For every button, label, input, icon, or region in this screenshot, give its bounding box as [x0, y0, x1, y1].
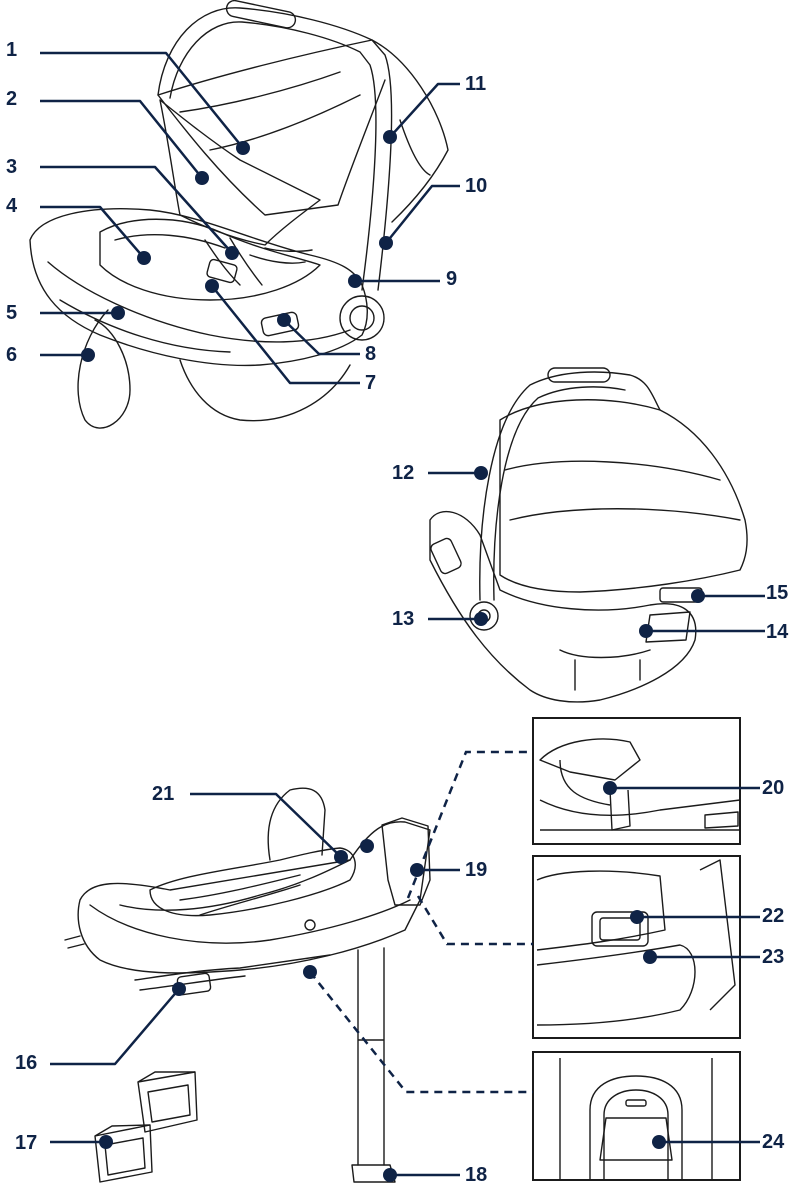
- callout-dot-18: [383, 1168, 397, 1182]
- detail-box-24: [532, 1051, 741, 1181]
- callout-dot-17: [99, 1135, 113, 1149]
- callout-label-13: 13: [392, 608, 415, 630]
- callout-label-2: 2: [6, 88, 18, 110]
- callout-label-5: 5: [6, 302, 18, 324]
- callout-label-15: 15: [766, 582, 789, 604]
- callout-dot-6: [81, 348, 95, 362]
- callout-label-18: 18: [465, 1164, 488, 1186]
- base-latch-tower: [381, 817, 431, 906]
- callout-label-8: 8: [365, 343, 377, 365]
- isofix-guides: [94, 1071, 198, 1183]
- canopy-rear: [499, 399, 748, 593]
- callout-dot-23: [643, 950, 657, 964]
- callout-dot-1: [236, 141, 250, 155]
- callout-label-4: 4: [6, 195, 18, 217]
- canopy-front: [157, 39, 449, 223]
- base-shell: [77, 821, 431, 974]
- detail-box-22-23: [532, 855, 741, 1039]
- callout-dot-8: [277, 313, 291, 327]
- callout-label-24: 24: [762, 1131, 785, 1153]
- callout-dot-3: [225, 246, 239, 260]
- handle-grip: [225, 0, 297, 29]
- callout-dot-13: [474, 612, 488, 626]
- seat-pad: [99, 218, 321, 301]
- callout-label-21: 21: [152, 783, 175, 805]
- handle-hub-front: [339, 295, 385, 341]
- carrier-front-view: [29, 0, 449, 429]
- callout-label-22: 22: [762, 905, 785, 927]
- carrier-rear-view: [429, 367, 748, 703]
- carry-handle-front: [157, 7, 393, 291]
- adjust-button-front: [260, 311, 300, 337]
- label-panel-rear: [645, 611, 691, 643]
- callout-label-12: 12: [392, 462, 415, 484]
- callout-dot-connector: [303, 965, 317, 979]
- callout-dot-10: [379, 236, 393, 250]
- handle-grip-rear: [547, 367, 611, 383]
- callout-label-23: 23: [762, 946, 785, 968]
- callout-dot-7: [205, 279, 219, 293]
- callout-dot-20: [603, 781, 617, 795]
- harness-straps: [204, 237, 313, 286]
- callout-dot-15: [691, 589, 705, 603]
- head-support: [159, 99, 321, 246]
- callout-dot-14: [639, 624, 653, 638]
- callout-dot-16: [172, 982, 186, 996]
- harness-buckle: [206, 258, 238, 284]
- load-leg: [357, 947, 385, 1166]
- carry-handle-rear: [479, 371, 661, 601]
- isofix-base: [64, 787, 431, 1183]
- callout-dots: [81, 130, 705, 1182]
- callout-dot-12: [474, 466, 488, 480]
- callout-label-11: 11: [465, 73, 487, 95]
- base-cradle: [149, 847, 356, 917]
- handle-hub-rear: [469, 601, 499, 631]
- callout-label-19: 19: [465, 859, 488, 881]
- callout-dot-9: [348, 274, 362, 288]
- shell-rear: [429, 510, 697, 703]
- callout-label-6: 6: [6, 344, 18, 366]
- callout-dot-19: [410, 863, 424, 877]
- shell-front: [29, 208, 368, 367]
- callout-label-16: 16: [15, 1052, 38, 1074]
- callout-label-3: 3: [6, 156, 18, 178]
- callout-dot-5: [111, 306, 125, 320]
- callout-label-17: 17: [15, 1132, 38, 1154]
- callout-label-7: 7: [365, 372, 377, 394]
- callout-dot-connector-2: [360, 839, 374, 853]
- callout-label-20: 20: [762, 777, 785, 799]
- callout-dot-24: [652, 1135, 666, 1149]
- load-leg-foot: [351, 1164, 396, 1183]
- detail-connectors: [309, 750, 533, 1094]
- callout-dot-4: [137, 251, 151, 265]
- callout-dot-22: [630, 910, 644, 924]
- callout-label-10: 10: [465, 175, 488, 197]
- callout-dot-2: [195, 171, 209, 185]
- callout-label-14: 14: [766, 621, 789, 643]
- callout-leaders: [40, 51, 765, 1177]
- callout-dot-21: [334, 850, 348, 864]
- detail-box-20: [532, 717, 741, 845]
- callout-label-1: 1: [6, 39, 18, 61]
- callout-dot-11: [383, 130, 397, 144]
- callout-label-9: 9: [446, 268, 458, 290]
